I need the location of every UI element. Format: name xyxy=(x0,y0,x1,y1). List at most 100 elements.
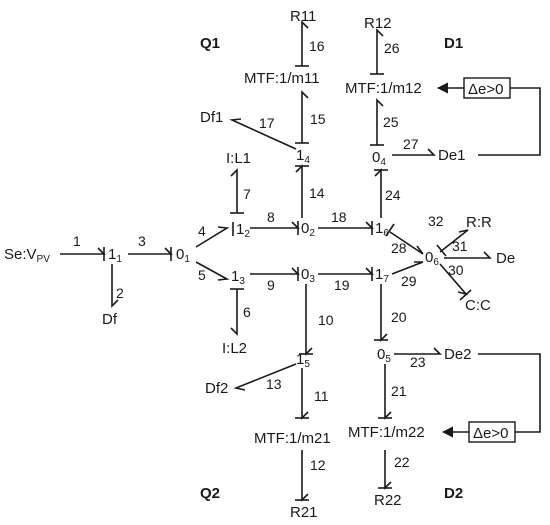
node-0-2: 02 xyxy=(301,220,315,239)
bond-label-4: 4 xyxy=(198,223,206,239)
node-mtf-22: MTF:1/m22 xyxy=(348,424,425,441)
bond-5 xyxy=(195,261,230,281)
bond-label-21: 21 xyxy=(391,383,407,399)
bond-label-24: 24 xyxy=(385,187,401,203)
bond-label-27: 27 xyxy=(403,136,419,152)
condition-label-d2: Δe>0 xyxy=(473,425,508,442)
node-1-1: 11 xyxy=(108,246,122,265)
node-0-1: 01 xyxy=(176,246,190,265)
bond-label-8: 8 xyxy=(267,209,275,225)
bond-13 xyxy=(233,363,297,391)
bond-label-16: 16 xyxy=(309,38,325,54)
bond-label-28: 28 xyxy=(391,240,407,256)
bond-27 xyxy=(392,148,436,156)
bond-label-6: 6 xyxy=(243,304,251,320)
feedback-loop-d1 xyxy=(436,82,541,156)
bond-label-17: 17 xyxy=(259,115,275,131)
bond-label-19: 19 xyxy=(334,277,350,293)
condition-box-d2 xyxy=(468,421,516,443)
node-0-5: 05 xyxy=(377,346,391,365)
bond-label-9: 9 xyxy=(267,277,275,293)
bond-label-31: 31 xyxy=(452,238,468,254)
node-flow-detector-df: Df xyxy=(102,311,118,328)
bond-19 xyxy=(318,267,374,281)
node-inductor-l1: I:L1 xyxy=(226,150,251,167)
feedback-loop-d2 xyxy=(441,353,541,438)
node-resistor-r21: R21 xyxy=(290,504,318,521)
condition-label-d1: Δe>0 xyxy=(468,81,503,98)
node-1-2: 12 xyxy=(236,221,250,240)
node-0-6: 06 xyxy=(425,249,439,268)
bond-22 xyxy=(378,450,392,490)
node-resistor-r22: R22 xyxy=(374,492,402,509)
bond-7 xyxy=(230,168,244,214)
bond-21 xyxy=(378,364,392,420)
bond-17 xyxy=(229,118,297,150)
bond-1 xyxy=(60,247,106,261)
bond-15 xyxy=(295,90,309,144)
bond-23 xyxy=(394,347,442,355)
corner-label-q1: Q1 xyxy=(200,35,220,52)
node-inductor-l2: I:L2 xyxy=(222,340,247,357)
node-1-6: 16 xyxy=(375,220,389,239)
corner-label-q2: Q2 xyxy=(200,485,220,502)
bond-14 xyxy=(295,164,309,218)
node-flow-detector-df1: Df1 xyxy=(200,109,223,126)
bond-label-22: 22 xyxy=(394,454,410,470)
node-1-3: 13 xyxy=(231,268,245,287)
bond-label-12: 12 xyxy=(310,457,326,473)
node-0-4: 04 xyxy=(372,149,386,168)
bond-label-11: 11 xyxy=(314,388,329,404)
bond-label-23: 23 xyxy=(410,354,426,370)
bond-label-18: 18 xyxy=(331,209,347,225)
bond-4 xyxy=(195,222,234,248)
node-1-4: 14 xyxy=(296,147,310,166)
bond-label-5: 5 xyxy=(198,267,206,283)
node-flow-detector-df2: Df2 xyxy=(205,380,228,397)
bond-label-20: 20 xyxy=(391,309,407,325)
bond-8 xyxy=(250,221,300,235)
node-source-voltage: Se:VPV xyxy=(4,246,50,265)
node-effort-detector-de: De xyxy=(496,250,515,267)
node-effort-detector-de2: De2 xyxy=(444,346,472,363)
bond-label-15: 15 xyxy=(310,111,326,127)
bond-9 xyxy=(250,267,300,281)
node-0-3: 03 xyxy=(301,266,315,285)
bond-24 xyxy=(374,168,388,218)
bond-29 xyxy=(391,261,424,275)
bond-label-13: 13 xyxy=(266,376,282,392)
bond-label-25: 25 xyxy=(383,114,399,130)
bond-label-30: 30 xyxy=(448,262,464,278)
bond-6 xyxy=(230,288,244,336)
bond-label-7: 7 xyxy=(243,186,251,202)
bond-31 xyxy=(444,251,492,259)
bond-18 xyxy=(318,221,374,235)
node-resistor-r12: R12 xyxy=(364,15,392,32)
bond-28 xyxy=(385,223,424,255)
bond-label-29: 29 xyxy=(401,273,417,289)
bond-26 xyxy=(370,28,384,75)
node-1-7: 17 xyxy=(375,266,389,285)
bond-label-2: 2 xyxy=(116,285,124,301)
bond-label-26: 26 xyxy=(384,40,400,56)
bond-label-10: 10 xyxy=(318,312,334,328)
bond-12 xyxy=(295,450,309,502)
bond-label-3: 3 xyxy=(138,233,146,249)
node-1-5: 15 xyxy=(296,351,310,370)
bond-20 xyxy=(374,284,388,342)
node-resistor-r: R:R xyxy=(466,214,492,231)
node-capacitor-c: C:C xyxy=(465,297,491,314)
bond-11 xyxy=(295,368,309,420)
node-effort-detector-de1: De1 xyxy=(438,147,466,164)
node-mtf-11: MTF:1/m11 xyxy=(244,70,320,87)
corner-label-d1: D1 xyxy=(444,35,463,52)
bond-2 xyxy=(111,264,119,308)
bond-32 xyxy=(436,229,469,257)
corner-label-d2: D2 xyxy=(444,485,463,502)
node-mtf-21: MTF:1/m21 xyxy=(254,430,331,447)
bond-label-32: 32 xyxy=(428,213,444,229)
bond-30 xyxy=(439,263,472,301)
node-resistor-r11: R11 xyxy=(290,8,316,25)
bond-label-1: 1 xyxy=(73,233,81,249)
